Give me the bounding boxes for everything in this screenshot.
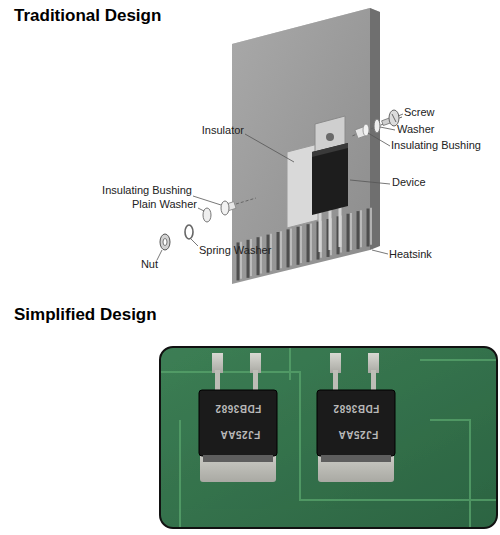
part-label: Insulator <box>202 124 244 137</box>
heatsink-fin <box>370 208 372 245</box>
pcb-photo <box>160 347 497 528</box>
screw <box>382 110 399 126</box>
heatsink-fin <box>287 229 290 267</box>
heatsink-fin <box>257 237 260 275</box>
device-tab <box>321 455 391 462</box>
leader-line <box>193 196 221 205</box>
washer-right <box>374 119 380 133</box>
heatsink-fin <box>357 211 360 249</box>
leader-line <box>350 180 390 184</box>
photo-frame <box>160 347 497 528</box>
part-label: Washer <box>397 123 435 136</box>
heatsink-fin <box>360 210 362 247</box>
heatsink-face <box>232 8 370 284</box>
leader-line <box>198 208 204 211</box>
device-lead <box>319 210 322 252</box>
leader-line <box>372 250 388 254</box>
pcb-trace <box>160 372 497 500</box>
device-tab-hole <box>326 133 334 141</box>
device-lead <box>339 205 342 247</box>
heatsink-plate <box>232 8 380 284</box>
part-label: Spring Washer <box>199 244 271 257</box>
part-label: Nut <box>141 258 158 271</box>
part-label: Screw <box>404 106 435 119</box>
part-label: Device <box>392 176 426 189</box>
pcb-trace <box>430 420 470 528</box>
section-heading: Traditional Design <box>14 6 161 26</box>
device-lead <box>329 208 332 250</box>
heatsink-fin <box>290 229 292 266</box>
device-body <box>199 390 277 456</box>
pcb-trace <box>179 420 181 528</box>
nut <box>160 234 170 250</box>
heatsink-fin <box>300 226 302 263</box>
leader-line <box>191 239 198 246</box>
chip-marking: FJ25AA <box>338 428 378 440</box>
plain-washer <box>203 208 211 222</box>
pcb-trace <box>289 347 291 380</box>
part-label: Heatsink <box>389 248 432 261</box>
heatsink-fin <box>350 213 352 250</box>
heatsink-fin <box>277 232 280 270</box>
insulating-bushing-right <box>355 124 369 138</box>
leader-line <box>398 114 403 116</box>
chip-marking: FJ25AA <box>220 428 260 440</box>
part-label: Plain Washer <box>132 198 197 211</box>
heatsink-fin <box>297 227 300 265</box>
heatsink-fin <box>367 209 370 247</box>
device-body <box>312 143 348 215</box>
leader-line <box>368 133 390 146</box>
heatsink-fin <box>310 223 312 260</box>
leader-line <box>380 127 395 130</box>
leader-line <box>245 134 294 162</box>
leader-lines <box>157 114 403 260</box>
device-body <box>317 390 395 456</box>
device-tab <box>203 455 273 462</box>
heatsink-fin <box>307 224 310 262</box>
heatsink-fin <box>280 231 282 268</box>
section-heading: Simplified Design <box>14 305 157 325</box>
heatsink-fin <box>347 214 350 252</box>
chip-marking: FDB3682 <box>333 402 379 414</box>
pcb-traces <box>160 347 497 528</box>
insulating-bushing-left <box>221 201 236 215</box>
pcb-board <box>160 347 497 528</box>
pcb-trace <box>420 359 497 361</box>
part-label: Insulating Bushing <box>102 184 192 197</box>
part-label: Insulating Bushing <box>391 139 481 152</box>
mounting-axis <box>236 198 256 204</box>
chip-marking: FDB3682 <box>215 402 261 414</box>
device-body-edge <box>312 143 348 157</box>
spring-washer <box>185 225 193 239</box>
